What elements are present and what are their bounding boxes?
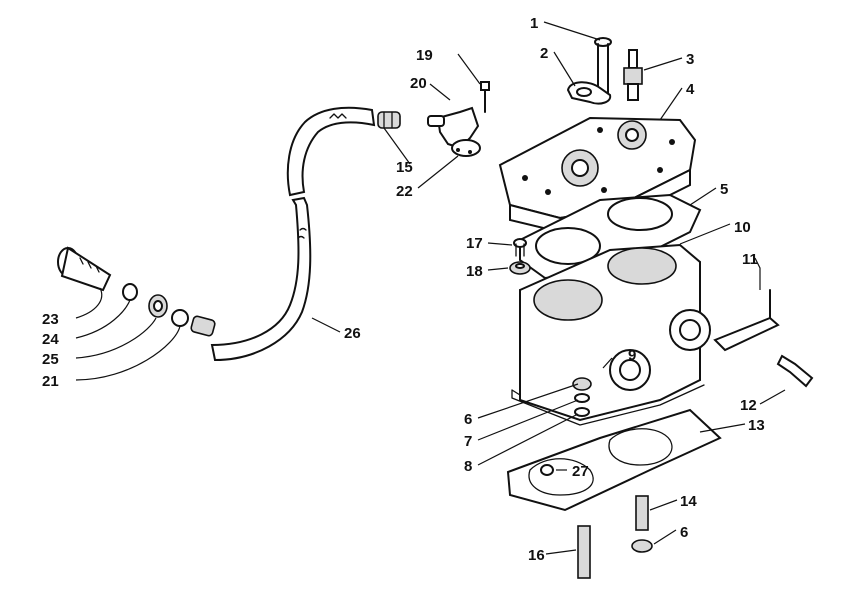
callout-13: 13 [748,417,765,434]
washer-21 [171,309,189,327]
callout-7: 7 [464,433,472,450]
callout-16: 16 [528,547,545,564]
bolt-17 [513,238,527,257]
callout-11: 11 [742,251,758,268]
cylinder-block [511,243,711,426]
callout-23: 23 [42,311,59,328]
coolant-hose [210,106,376,362]
callout-8: 8 [464,458,472,475]
base-gasket [506,408,722,512]
callout-3: 3 [686,51,694,68]
washer-24 [122,283,138,301]
hose-clamp-upper [377,111,401,129]
washer-plate [566,81,612,105]
callout-18: 18 [466,263,483,280]
nut-6-upper [572,377,592,391]
nut-6-lower [631,539,653,553]
callout-19: 19 [416,47,433,64]
leader-lines [75,21,786,555]
washer-18 [509,261,531,275]
bracket [713,289,780,352]
callout-24: 24 [42,331,59,348]
callout-20: 20 [410,75,427,92]
callout-6-upper: 6 [464,411,472,428]
callout-21: 21 [42,373,59,390]
callout-26: 26 [344,325,361,342]
gear-washer-25 [148,294,168,318]
washer-7 [574,393,590,403]
bolt-19 [480,81,490,113]
callout-9: 9 [628,347,636,364]
fitting [776,354,814,388]
stud-16 [577,525,591,579]
callout-4: 4 [686,81,695,98]
callout-2: 2 [540,45,548,62]
hose-clamp-lower [190,315,216,337]
washer-8 [574,407,590,417]
callout-15: 15 [396,159,413,176]
stud-14 [635,495,649,531]
callout-25: 25 [42,351,59,368]
callout-5: 5 [720,181,728,198]
thermostat-housing [427,106,481,157]
callout-22: 22 [396,183,413,200]
callout-14: 14 [680,493,697,510]
bleeder-screw [57,246,112,292]
callout-10: 10 [734,219,751,236]
callout-6-lower: 6 [680,524,688,541]
head-gasket [519,193,702,280]
spark-plug [623,49,643,101]
callout-27: 27 [572,463,589,480]
cylinder-head [498,116,697,234]
callout-17: 17 [466,235,483,252]
callout-12: 12 [740,397,757,414]
callout-labels: 1 2 3 4 5 10 11 12 13 14 6 16 6 7 8 9 27… [42,15,765,564]
callout-1: 1 [530,15,538,32]
